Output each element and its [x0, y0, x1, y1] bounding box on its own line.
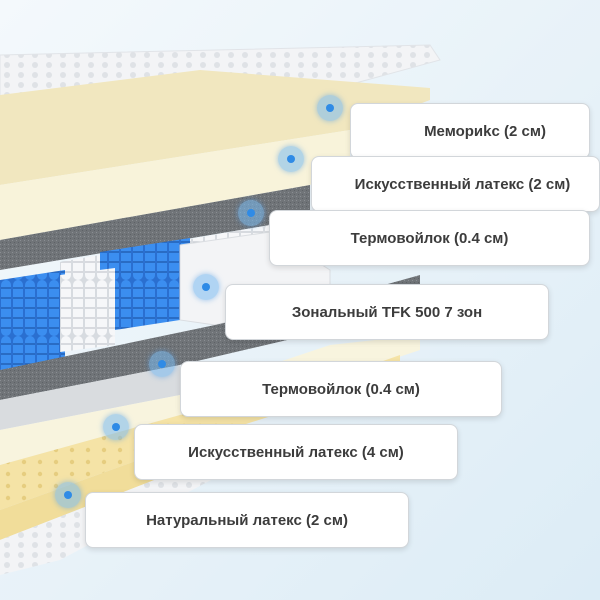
- layer-label: Зональный TFK 500 7 зон: [225, 284, 549, 340]
- layer-label: Натуральный латекс (2 см): [85, 492, 409, 548]
- layer-springs-white-front: [60, 268, 115, 352]
- callout-dot-icon: [193, 274, 219, 300]
- layer-label: Термовойлок (0.4 см): [180, 361, 502, 417]
- felt-bottom-side: [0, 365, 180, 430]
- callout-dot-icon: [149, 351, 175, 377]
- layer-latex-2cm: [0, 130, 350, 240]
- layer-springs-blue-mid: [115, 260, 180, 330]
- layer-label: Искусственный латекс (4 см): [134, 424, 458, 480]
- layer-springs-blue-front: [0, 270, 65, 370]
- layer-label: Искусственный латекс (2 см): [311, 156, 600, 212]
- callout-dot-icon: [317, 95, 343, 121]
- layer-label: Мемориkс (2 см): [350, 103, 590, 159]
- callout-dot-icon: [278, 146, 304, 172]
- callout-dot-icon: [238, 200, 264, 226]
- layer-felt-top: [0, 185, 310, 270]
- callout-dot-icon: [103, 414, 129, 440]
- callout-dot-icon: [55, 482, 81, 508]
- layer-label: Термовойлок (0.4 см): [269, 210, 590, 266]
